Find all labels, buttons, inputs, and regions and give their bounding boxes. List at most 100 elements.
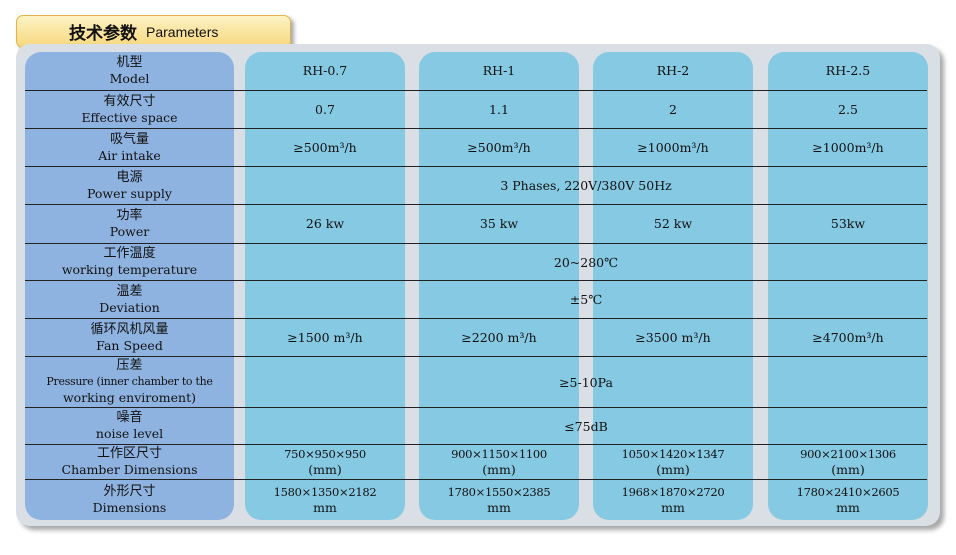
title-chinese: 技术参数 xyxy=(69,24,137,44)
unit: mm xyxy=(313,500,337,515)
cell: 53kw xyxy=(830,216,866,231)
label-en: Power supply xyxy=(86,185,172,201)
row-label: 吸气量 Air intake xyxy=(25,129,234,166)
label-en: working temperature xyxy=(61,262,198,277)
table-row-chamber-dimensions: 工作区尺寸 Chamber Dimensions 750×950×950(mm)… xyxy=(25,445,927,480)
cell: ≥1500 m³/h xyxy=(287,329,363,345)
label-column-background xyxy=(25,52,234,520)
label-cn: 电源 xyxy=(116,169,143,185)
dimension-value: 900×2100×1306 xyxy=(800,447,896,461)
cell: ≥2200 m³/h xyxy=(461,329,537,345)
label-cn: 温差 xyxy=(116,283,143,299)
cell: 35 kw xyxy=(479,216,519,231)
cell: 1.1 xyxy=(489,101,509,117)
unit: mm xyxy=(661,500,685,515)
label-cn: 循环风机风量 xyxy=(90,321,169,337)
cell: 52 kw xyxy=(653,216,693,231)
cell: ≥500m³/h xyxy=(467,139,531,155)
cell: ≥1000m³/h xyxy=(812,139,884,155)
unit: (mm) xyxy=(831,462,865,477)
cell: ≥1000m³/h xyxy=(637,139,709,155)
cell: 900×1150×1100(mm) xyxy=(419,445,579,479)
table-row-fan-speed: 循环风机风量 Fan Speed ≥1500 m³/h ≥2200 m³/h ≥… xyxy=(25,319,927,357)
label-cn: 机型 xyxy=(116,55,143,70)
cell: RH-2 xyxy=(656,63,690,78)
cell: 1050×1420×1347(mm) xyxy=(593,445,753,479)
row-label: 噪音 noise level xyxy=(25,408,234,444)
label-cn: 压差 xyxy=(116,358,143,373)
cell: RH-1 xyxy=(482,63,516,78)
unit: mm xyxy=(487,500,511,515)
row-label: 有效尺寸 Effective space xyxy=(25,91,234,128)
label-en: Deviation xyxy=(99,299,160,315)
label-en: Fan Speed xyxy=(96,337,163,353)
row-label: 机型 Model xyxy=(25,52,234,90)
label-en: Air intake xyxy=(98,147,161,163)
cell: 0.7 xyxy=(315,101,335,117)
title-tab: 技术参数 Parameters xyxy=(16,15,291,48)
spanning-cell: ≤75dB xyxy=(564,418,608,434)
unit: mm xyxy=(836,500,860,515)
table-row-noise-level: 噪音 noise level ≤75dB xyxy=(25,408,927,445)
row-label: 电源 Power supply xyxy=(25,167,234,204)
dimension-value: 750×950×950 xyxy=(284,447,366,461)
row-label: 循环风机风量 Fan Speed xyxy=(25,319,234,356)
dimension-value: 900×1150×1100 xyxy=(451,447,547,461)
table-row-pressure: 压差 Pressure (inner chamber to the workin… xyxy=(25,357,927,408)
cell: RH-0.7 xyxy=(302,63,348,78)
label-en: Power xyxy=(109,224,150,239)
dimension-value: 1580×1350×2182 xyxy=(273,485,377,499)
label-cn: 吸气量 xyxy=(109,131,149,147)
label-cn: 功率 xyxy=(116,208,143,223)
table-row-working-temperature: 工作温度 working temperature 20~280℃ xyxy=(25,244,927,281)
label-en: Effective space xyxy=(81,109,178,125)
title-english: Parameters xyxy=(146,23,219,40)
label-en: Chamber Dimensions xyxy=(61,462,198,477)
cell: 750×950×950(mm) xyxy=(245,445,405,479)
cell: 26 kw xyxy=(305,216,345,231)
table-row-power-supply: 电源 Power supply 3 Phases, 220V/380V 50Hz xyxy=(25,167,927,205)
model-column-background xyxy=(593,52,753,520)
unit: (mm) xyxy=(656,462,690,477)
cell: ≥3500 m³/h xyxy=(635,329,711,345)
cell: ≥500m³/h xyxy=(293,139,357,155)
dimension-value: 1780×2410×2605 xyxy=(796,485,900,499)
label-cn: 有效尺寸 xyxy=(103,93,156,109)
row-label: 工作温度 working temperature xyxy=(25,244,234,280)
model-column-background xyxy=(768,52,928,520)
label-en: Pressure (inner chamber to the xyxy=(46,375,213,388)
cell: 900×2100×1306(mm) xyxy=(768,445,928,479)
model-column-background xyxy=(245,52,405,520)
cell: ≥4700m³/h xyxy=(812,329,884,345)
label-cn: 工作温度 xyxy=(103,246,156,261)
table-row-model: 机型 Model RH-0.7 RH-1 RH-2 RH-2.5 xyxy=(25,52,927,91)
cell: 2 xyxy=(669,101,677,117)
unit: (mm) xyxy=(482,462,516,477)
table-row-air-intake: 吸气量 Air intake ≥500m³/h ≥500m³/h ≥1000m³… xyxy=(25,129,927,167)
dimension-value: 1050×1420×1347 xyxy=(621,447,725,461)
dimension-value: 1968×1870×2720 xyxy=(621,485,725,499)
table-row-power: 功率 Power 26 kw 35 kw 52 kw 53kw xyxy=(25,205,927,244)
row-label: 温差 Deviation xyxy=(25,281,234,318)
model-column-background xyxy=(419,52,579,520)
dimension-value: 1780×1550×2385 xyxy=(447,485,551,499)
spanning-cell: ≥5-10Pa xyxy=(559,374,613,390)
row-label: 功率 Power xyxy=(25,205,234,243)
cell: RH-2.5 xyxy=(825,63,871,78)
row-label: 工作区尺寸 Chamber Dimensions xyxy=(25,445,234,479)
table-row-deviation: 温差 Deviation ±5℃ xyxy=(25,281,927,319)
spanning-cell: ±5℃ xyxy=(569,292,603,307)
label-en: Dimensions xyxy=(92,500,167,515)
label-en-line2: working enviroment) xyxy=(62,390,196,405)
row-label: 压差 Pressure (inner chamber to the workin… xyxy=(25,357,234,407)
label-en: noise level xyxy=(95,426,164,441)
cell: 2.5 xyxy=(838,101,858,117)
spanning-cell: 20~280℃ xyxy=(553,254,619,270)
label-cn: 工作区尺寸 xyxy=(96,446,162,461)
unit: (mm) xyxy=(308,462,342,477)
